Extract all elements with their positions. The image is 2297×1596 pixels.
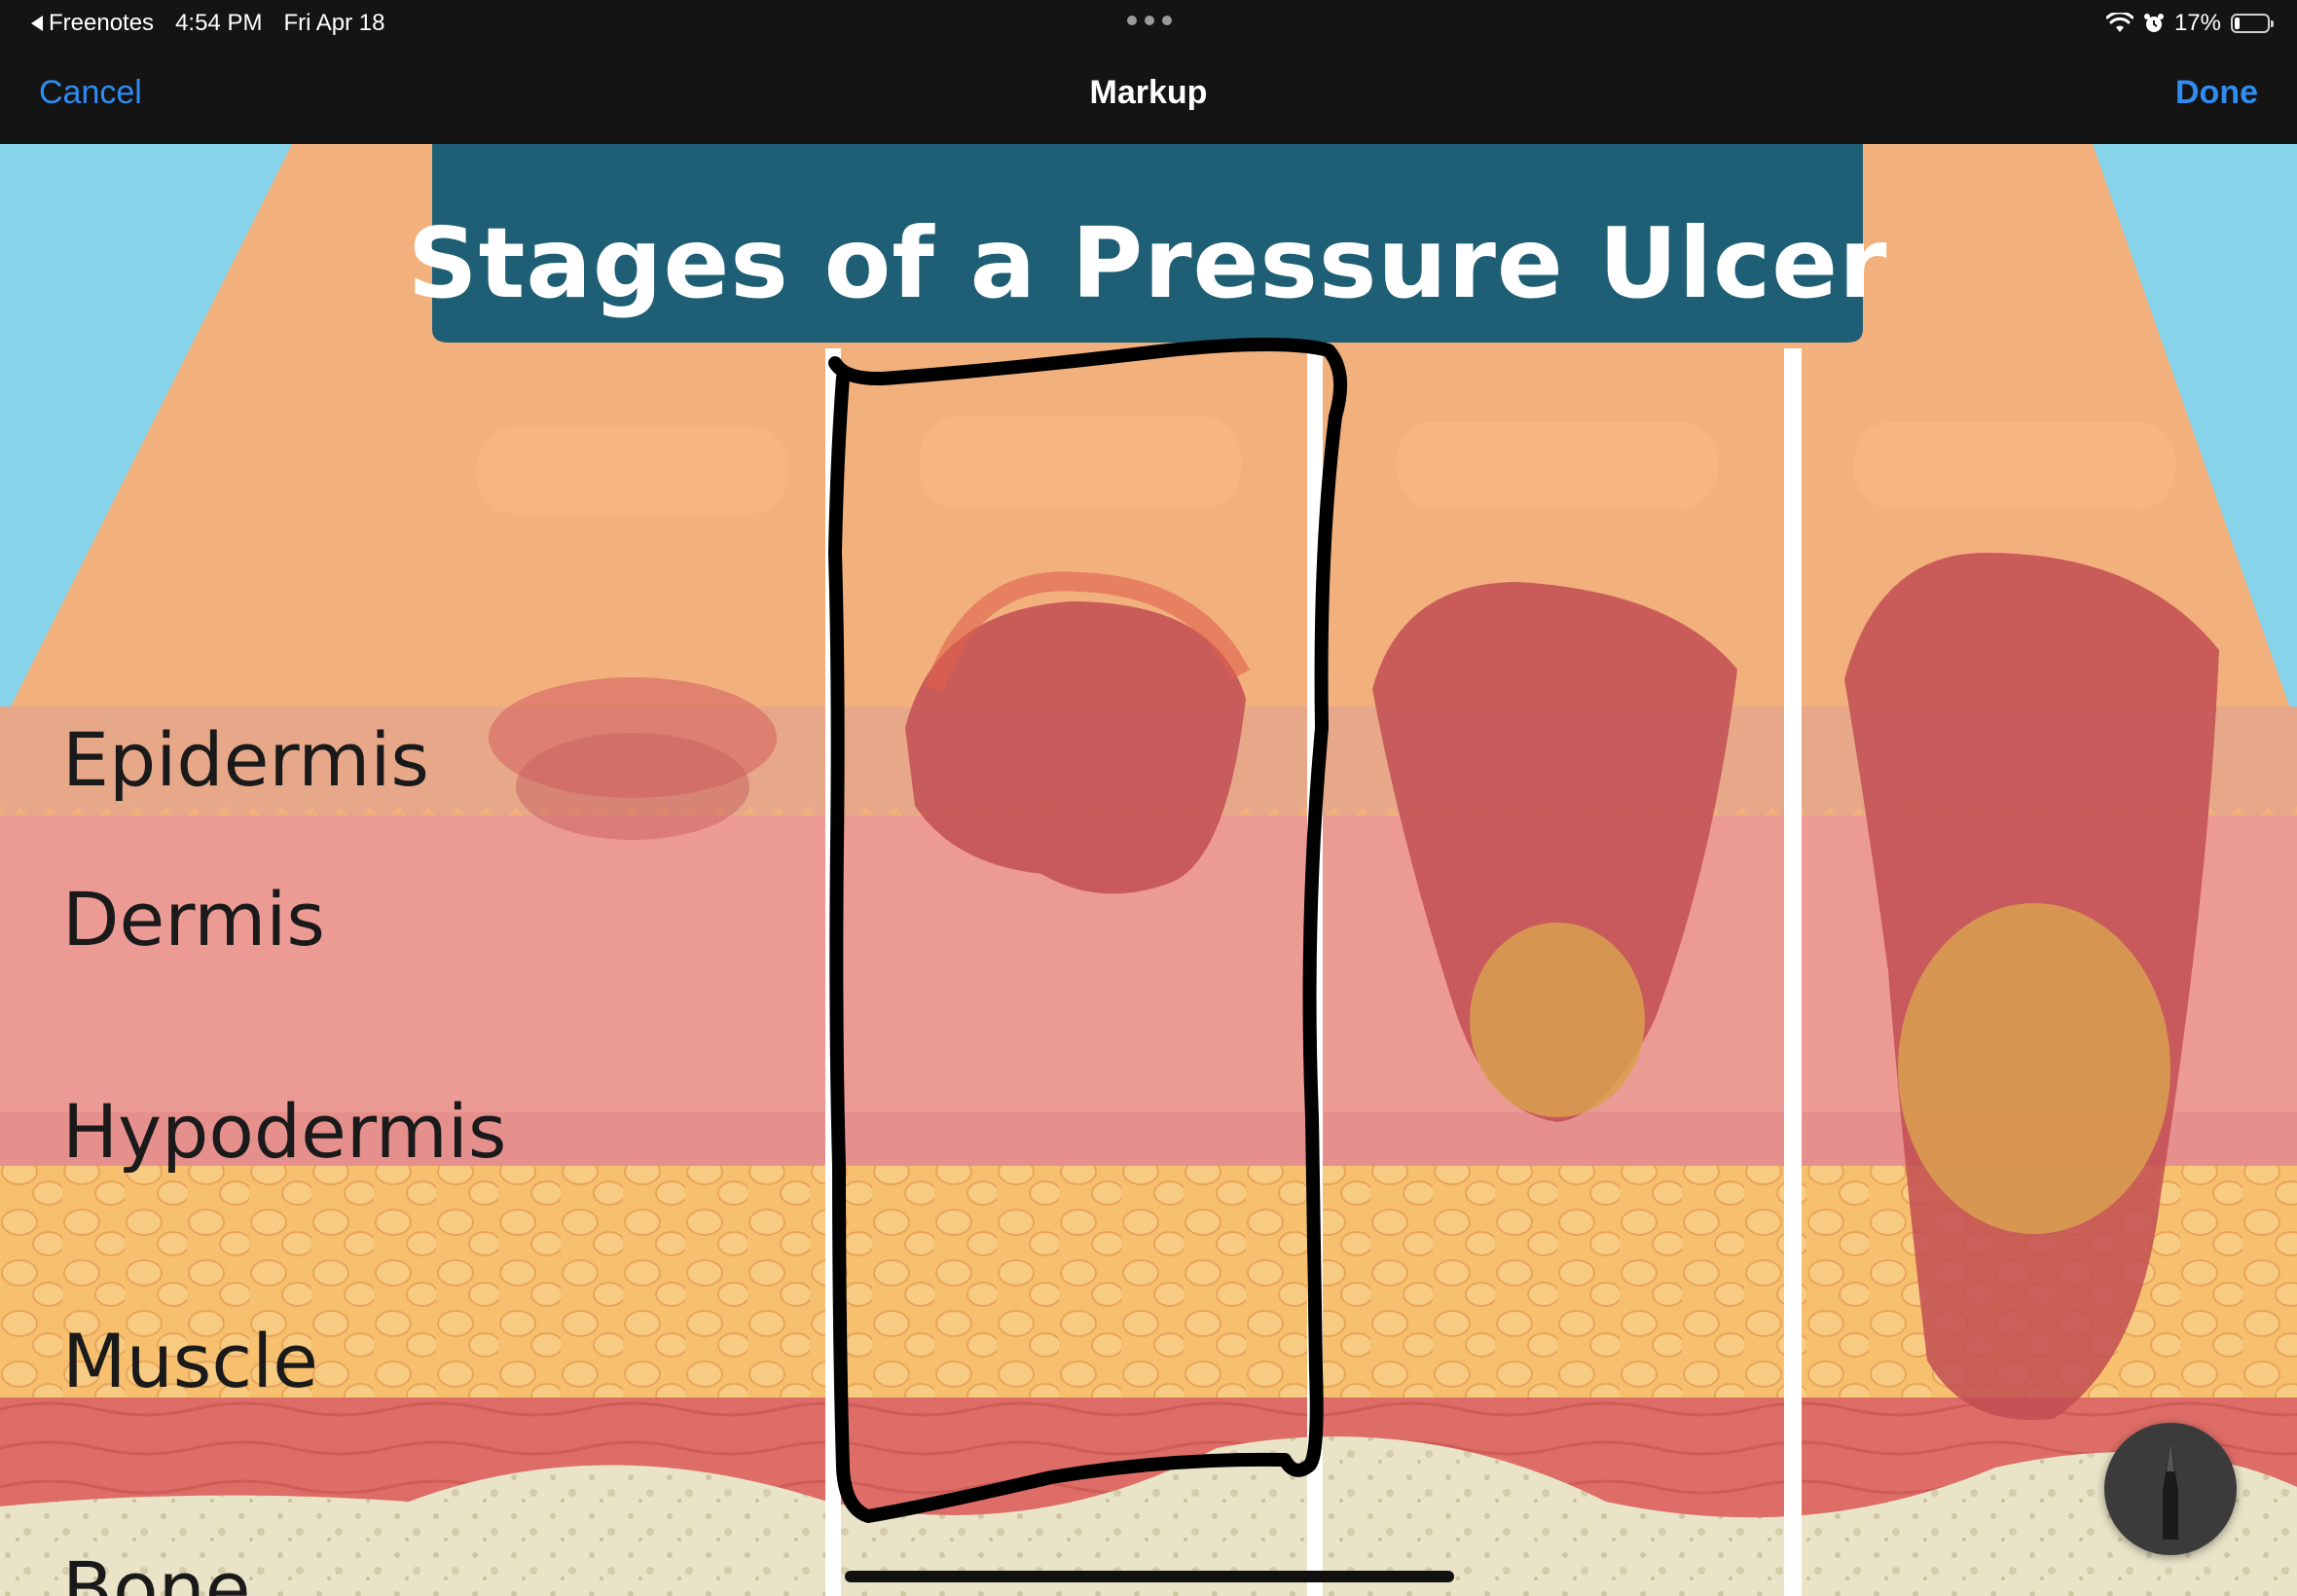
back-arrow-icon	[31, 16, 43, 31]
title-banner	[432, 144, 1863, 343]
markup-nav-bar: Cancel Markup Done	[0, 47, 2297, 144]
layer-label-hypodermis: Hypodermis	[62, 1088, 507, 1175]
home-indicator[interactable]	[845, 1571, 1454, 1582]
markup-title: Markup	[1089, 74, 1208, 111]
layer-label-dermis: Dermis	[62, 876, 325, 962]
back-app-label: Freenotes	[49, 10, 155, 36]
alarm-icon	[2143, 14, 2164, 32]
stage-divider	[1784, 348, 1802, 1596]
battery-percent: 17%	[2173, 10, 2221, 36]
pen-icon	[2163, 1442, 2178, 1540]
layer-label-muscle: Muscle	[62, 1318, 318, 1404]
status-date: Fri Apr 18	[283, 10, 385, 36]
status-right: 17%	[2105, 10, 2274, 37]
blurred-stage-label	[1397, 421, 1718, 509]
markup-ink-rectangle[interactable]	[828, 338, 1348, 1523]
blurred-stage-label	[1854, 421, 2175, 509]
pressure-ulcer-illustration	[0, 144, 2297, 1596]
markup-canvas[interactable]: Stages of a Pressure Ulcer Epidermis Der…	[0, 144, 2297, 1596]
battery-level	[2235, 18, 2240, 29]
blurred-stage-label	[920, 417, 1241, 509]
illustration-title: Stages of a Pressure Ulcer	[407, 205, 1888, 320]
layer-label-bone: Bone	[62, 1545, 251, 1596]
done-button[interactable]: Done	[2175, 74, 2258, 111]
layer-label-epidermis: Epidermis	[62, 716, 430, 803]
stage-3-wound	[1372, 582, 1737, 1122]
back-to-app[interactable]: Freenotes	[31, 10, 154, 37]
stage-2-wound	[905, 601, 1246, 894]
multitasking-dots-icon[interactable]	[1127, 16, 1172, 25]
status-time: 4:54 PM	[175, 10, 263, 36]
pen-tool-button[interactable]	[2104, 1423, 2237, 1555]
cancel-button[interactable]: Cancel	[39, 74, 142, 111]
bone-layer	[0, 1436, 2297, 1596]
wifi-icon	[2105, 13, 2133, 32]
status-left: Freenotes 4:54 PM Fri Apr 18	[31, 10, 385, 37]
status-bar: Freenotes 4:54 PM Fri Apr 18 17%	[0, 0, 2297, 47]
battery-icon	[2231, 14, 2274, 33]
blurred-stage-label	[477, 426, 788, 514]
